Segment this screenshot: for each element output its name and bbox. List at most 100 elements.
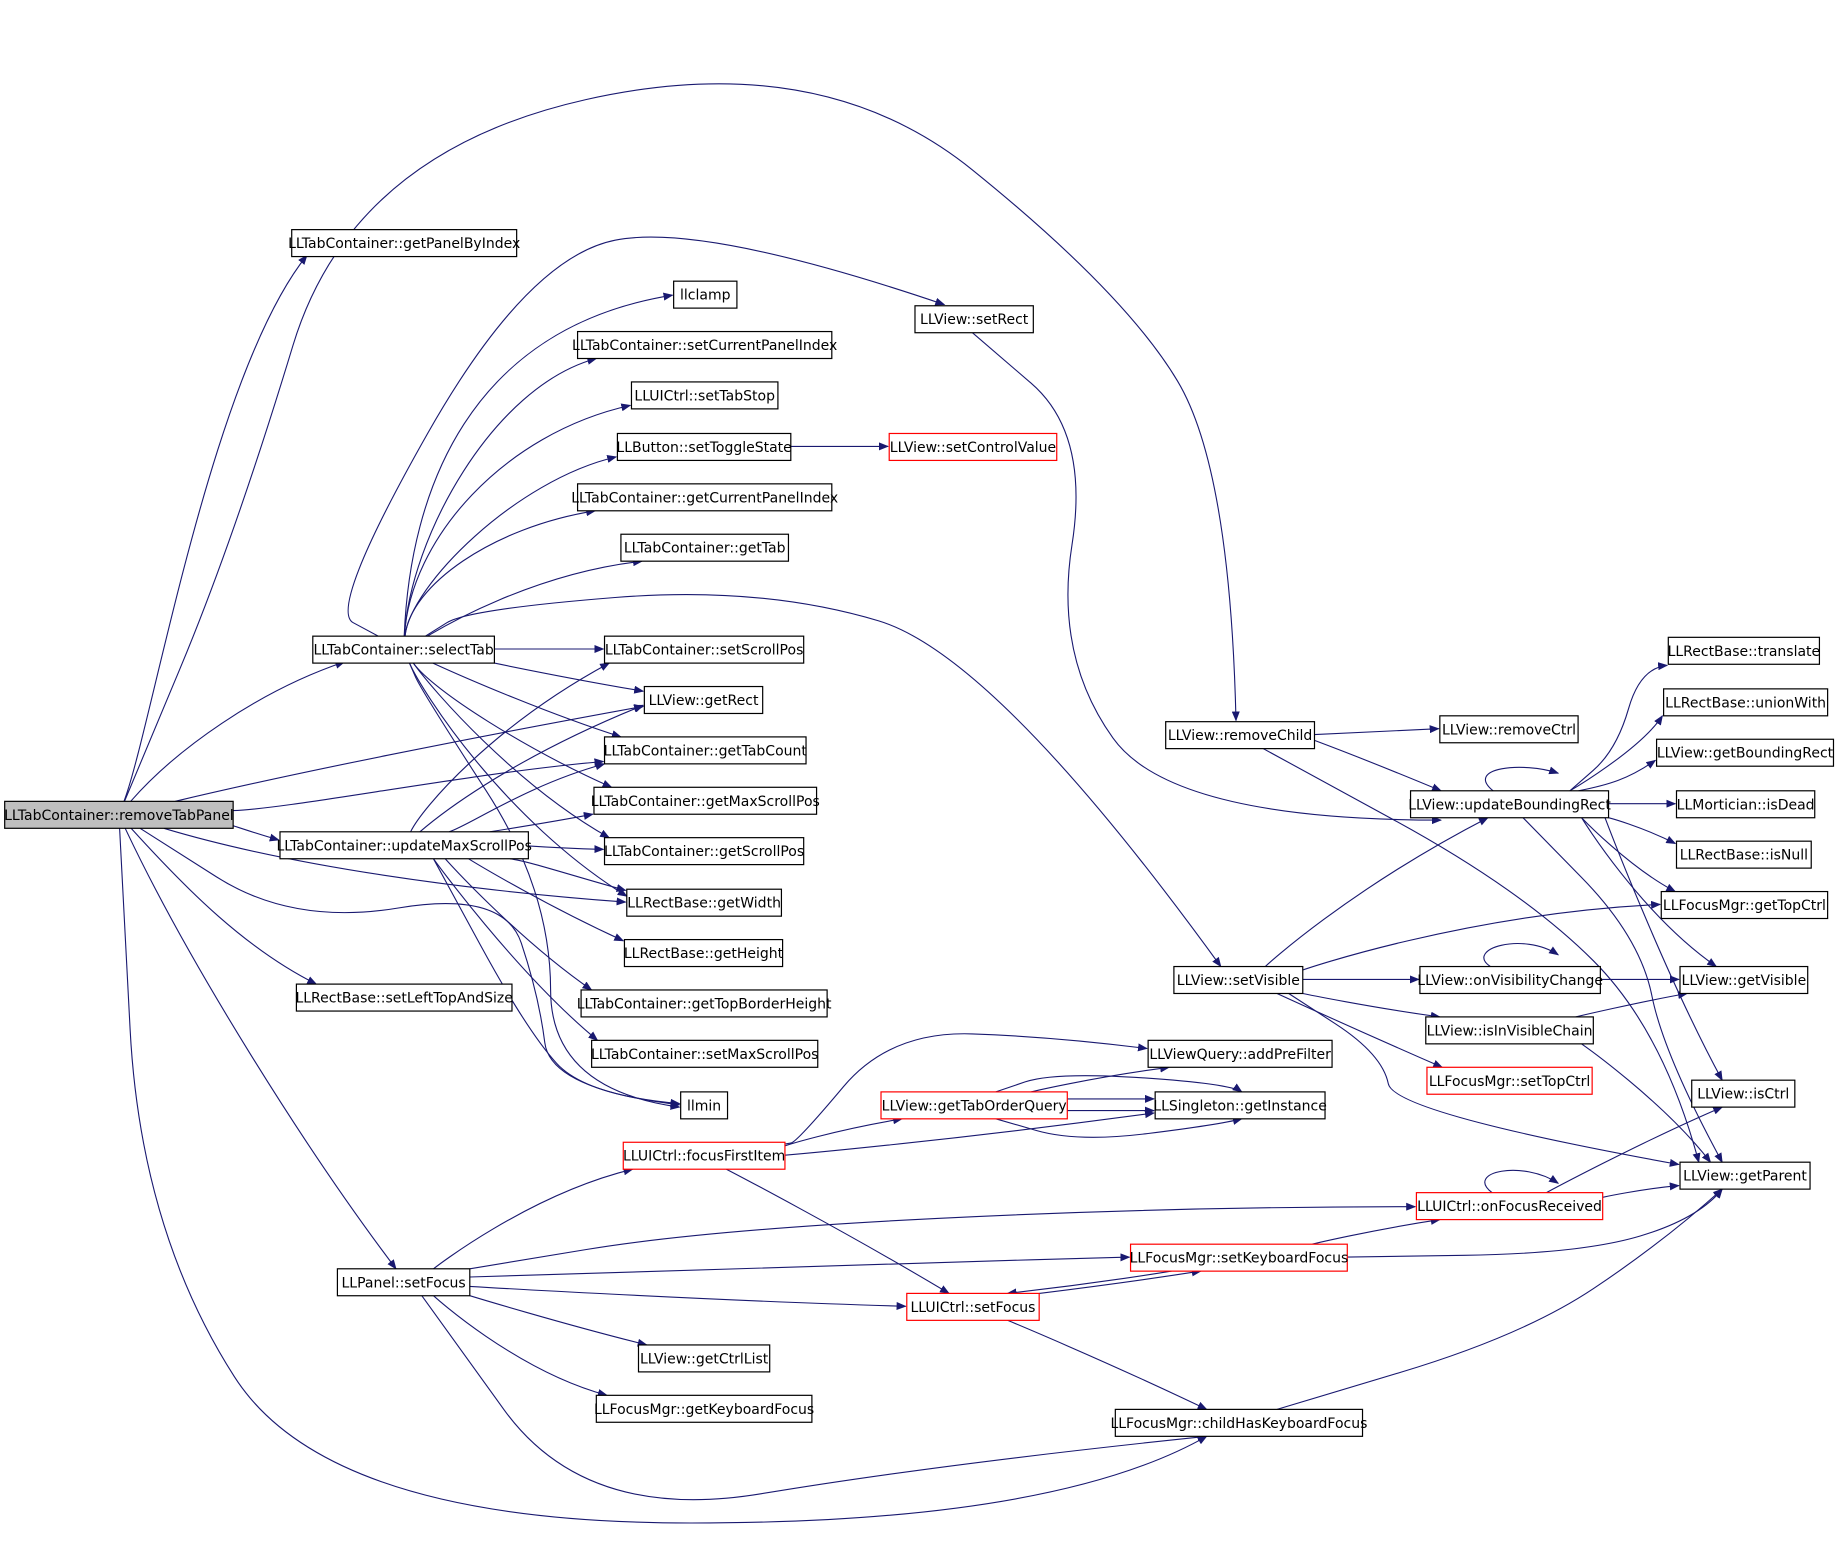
node-box — [616, 432, 792, 462]
node-box — [1425, 1016, 1594, 1045]
node-getparent[interactable]: LLView::getParent — [1679, 1161, 1811, 1190]
node-label: LLView::getParent — [1683, 1169, 1807, 1185]
node-box — [888, 432, 1058, 462]
node-focusfirst[interactable]: LLUICtrl::focusFirstItem — [622, 1141, 786, 1170]
node-addprefilter[interactable]: LLViewQuery::addPreFilter — [1147, 1039, 1333, 1068]
edge-remove-to-getpanel — [123, 254, 308, 802]
edge-childhaskb-to-getparent — [1276, 1188, 1723, 1410]
node-label: LLButton::setToggleState — [616, 440, 791, 456]
node-setscrollpos[interactable]: LLTabContainer::setScrollPos — [603, 635, 805, 664]
node-setkbfocus[interactable]: LLFocusMgr::setKeyboardFocus — [1130, 1243, 1349, 1272]
node-removectrl[interactable]: LLView::removeCtrl — [1439, 715, 1579, 744]
node-gettopborder[interactable]: LLTabContainer::getTopBorderHeight — [577, 989, 832, 1018]
node-label: LLUICtrl::setFocus — [910, 1300, 1035, 1316]
node-translate[interactable]: LLRectBase::translate — [1667, 636, 1821, 665]
node-setcurpanel[interactable]: LLTabContainer::setCurrentPanelIndex — [572, 330, 837, 360]
node-isnull[interactable]: LLRectBase::isNull — [1675, 840, 1812, 869]
node-setlefttop[interactable]: LLRectBase::setLeftTopAndSize — [295, 983, 513, 1012]
node-box — [1667, 636, 1821, 665]
node-getbounding[interactable]: LLView::getBoundingRect — [1655, 738, 1835, 767]
node-settabstop[interactable]: LLUICtrl::setTabStop — [630, 381, 779, 410]
node-remove[interactable]: LLTabContainer::removeTabPanel — [4, 800, 234, 829]
node-removechild[interactable]: LLView::removeChild — [1165, 721, 1316, 750]
node-settopctrl[interactable]: LLFocusMgr::setTopCtrl — [1426, 1066, 1593, 1095]
node-childhaskb[interactable]: LLFocusMgr::childHasKeyboardFocus — [1110, 1408, 1367, 1437]
node-setctrlvalue[interactable]: LLView::setControlValue — [888, 432, 1058, 462]
edge-panelsetfocus-to-getkbfocus — [433, 1295, 608, 1397]
node-label: LLUICtrl::focusFirstItem — [623, 1149, 785, 1165]
node-unionwith[interactable]: LLRectBase::unionWith — [1663, 688, 1829, 717]
node-settoggle[interactable]: LLButton::setToggleState — [616, 432, 792, 462]
edge-selecttab-to-getscrollpos — [412, 662, 611, 839]
node-label: LLTabContainer::getScrollPos — [604, 844, 804, 860]
edge-selecttab-to-getwidth — [408, 662, 628, 897]
node-getinstance[interactable]: LLSingleton::getInstance — [1153, 1091, 1327, 1120]
node-box — [1426, 1066, 1593, 1095]
node-box — [1679, 1161, 1811, 1190]
node-panelsetfocus[interactable]: LLPanel::setFocus — [336, 1268, 471, 1297]
edge-remove-to-removechild — [123, 83, 1240, 802]
node-getctrllist[interactable]: LLView::getCtrlList — [637, 1344, 771, 1373]
node-getvisible[interactable]: LLView::getVisible — [1679, 965, 1809, 995]
node-gettaborder[interactable]: LLView::getTabOrderQuery — [880, 1091, 1068, 1120]
node-label: LLView::isInVisibleChain — [1427, 1023, 1593, 1039]
edge-setvisible-to-getparent — [1286, 992, 1680, 1167]
node-llclamp[interactable]: llclamp — [673, 280, 738, 309]
edge-updmaxscroll-to-gettopborder — [444, 858, 593, 991]
node-getmaxscroll[interactable]: LLTabContainer::getMaxScrollPos — [591, 786, 820, 815]
node-setmaxscroll[interactable]: LLTabContainer::setMaxScrollPos — [591, 1039, 819, 1068]
node-setvisible[interactable]: LLView::setVisible — [1173, 965, 1304, 995]
node-getwidth[interactable]: LLRectBase::getWidth — [626, 888, 783, 917]
node-isinvischain[interactable]: LLView::isInVisibleChain — [1425, 1016, 1594, 1045]
node-label: LLTabContainer::getMaxScrollPos — [591, 794, 820, 810]
node-selecttab[interactable]: LLTabContainer::selectTab — [312, 635, 495, 664]
edge-onfocusrecv-to-getparent — [1602, 1182, 1680, 1198]
node-llmin[interactable]: llmin — [680, 1091, 729, 1120]
node-label: LLView::setVisible — [1177, 973, 1300, 989]
edge-focusfirst-to-uisetfocus — [726, 1168, 950, 1294]
edge-remove-to-getwidth — [163, 827, 627, 906]
node-box — [1165, 721, 1316, 750]
node-updmaxscroll[interactable]: LLTabContainer::updateMaxScrollPos — [276, 831, 532, 860]
node-getscrollpos[interactable]: LLTabContainer::getScrollPos — [603, 837, 805, 866]
node-onfocusrecv[interactable]: LLUICtrl::onFocusReceived — [1415, 1192, 1604, 1221]
node-gettab[interactable]: LLTabContainer::getTab — [620, 533, 790, 562]
node-uisetfocus[interactable]: LLUICtrl::setFocus — [906, 1292, 1040, 1321]
node-getrect[interactable]: LLView::getRect — [643, 685, 764, 715]
edge-updbounding-to-getbounding — [1578, 759, 1657, 792]
edge-selecttab-to-gettabcount — [432, 662, 622, 738]
node-box — [312, 635, 495, 664]
node-label: LLUICtrl::setTabStop — [634, 388, 775, 404]
node-setrect[interactable]: LLView::setRect — [914, 305, 1034, 334]
node-box — [630, 381, 779, 410]
node-box — [914, 305, 1034, 334]
edge-updbounding-to-isctrl — [1604, 817, 1723, 1082]
node-label: LLView::getRect — [649, 693, 759, 709]
edge-panelsetfocus-to-onfocusrecv — [469, 1202, 1417, 1270]
edge-uisetfocus-to-childhaskb — [1007, 1319, 1208, 1410]
node-getheight[interactable]: LLRectBase::getHeight — [623, 938, 784, 968]
edge-removechild-to-updbounding — [1314, 739, 1442, 792]
node-gettabcount[interactable]: LLTabContainer::getTabCount — [604, 736, 808, 765]
edge-updbounding-to-getvisible — [1581, 817, 1718, 968]
node-label: LLTabContainer::setScrollPos — [605, 643, 804, 659]
node-label: LLTabContainer::getPanelByIndex — [288, 236, 520, 252]
edge-updbounding-to-translate — [1569, 662, 1669, 792]
node-box — [603, 837, 805, 866]
node-box — [593, 786, 818, 815]
edge-onfocusrecv-to-onfocusrecv — [1484, 1169, 1560, 1194]
node-box — [1679, 965, 1809, 995]
edge-selecttab-to-gettab — [427, 558, 643, 637]
node-getkbfocus[interactable]: LLFocusMgr::getKeyboardFocus — [594, 1394, 814, 1423]
node-box — [336, 1268, 471, 1297]
node-isdead[interactable]: LLMortician::isDead — [1675, 790, 1816, 819]
node-updbounding[interactable]: LLView::updateBoundingRect — [1408, 790, 1611, 819]
node-onvischange[interactable]: LLView::onVisibilityChange — [1417, 965, 1603, 995]
edge-remove-to-llmin — [139, 827, 681, 1108]
node-isctrl[interactable]: LLView::isCtrl — [1691, 1079, 1796, 1108]
node-getpanel[interactable]: LLTabContainer::getPanelByIndex — [288, 229, 520, 258]
edge-updbounding-to-unionwith — [1569, 714, 1663, 792]
node-gettopctrl[interactable]: LLFocusMgr::getTopCtrl — [1660, 890, 1829, 920]
node-label: LLFocusMgr::getTopCtrl — [1663, 898, 1826, 914]
node-getcurpanel[interactable]: LLTabContainer::getCurrentPanelIndex — [571, 483, 838, 512]
